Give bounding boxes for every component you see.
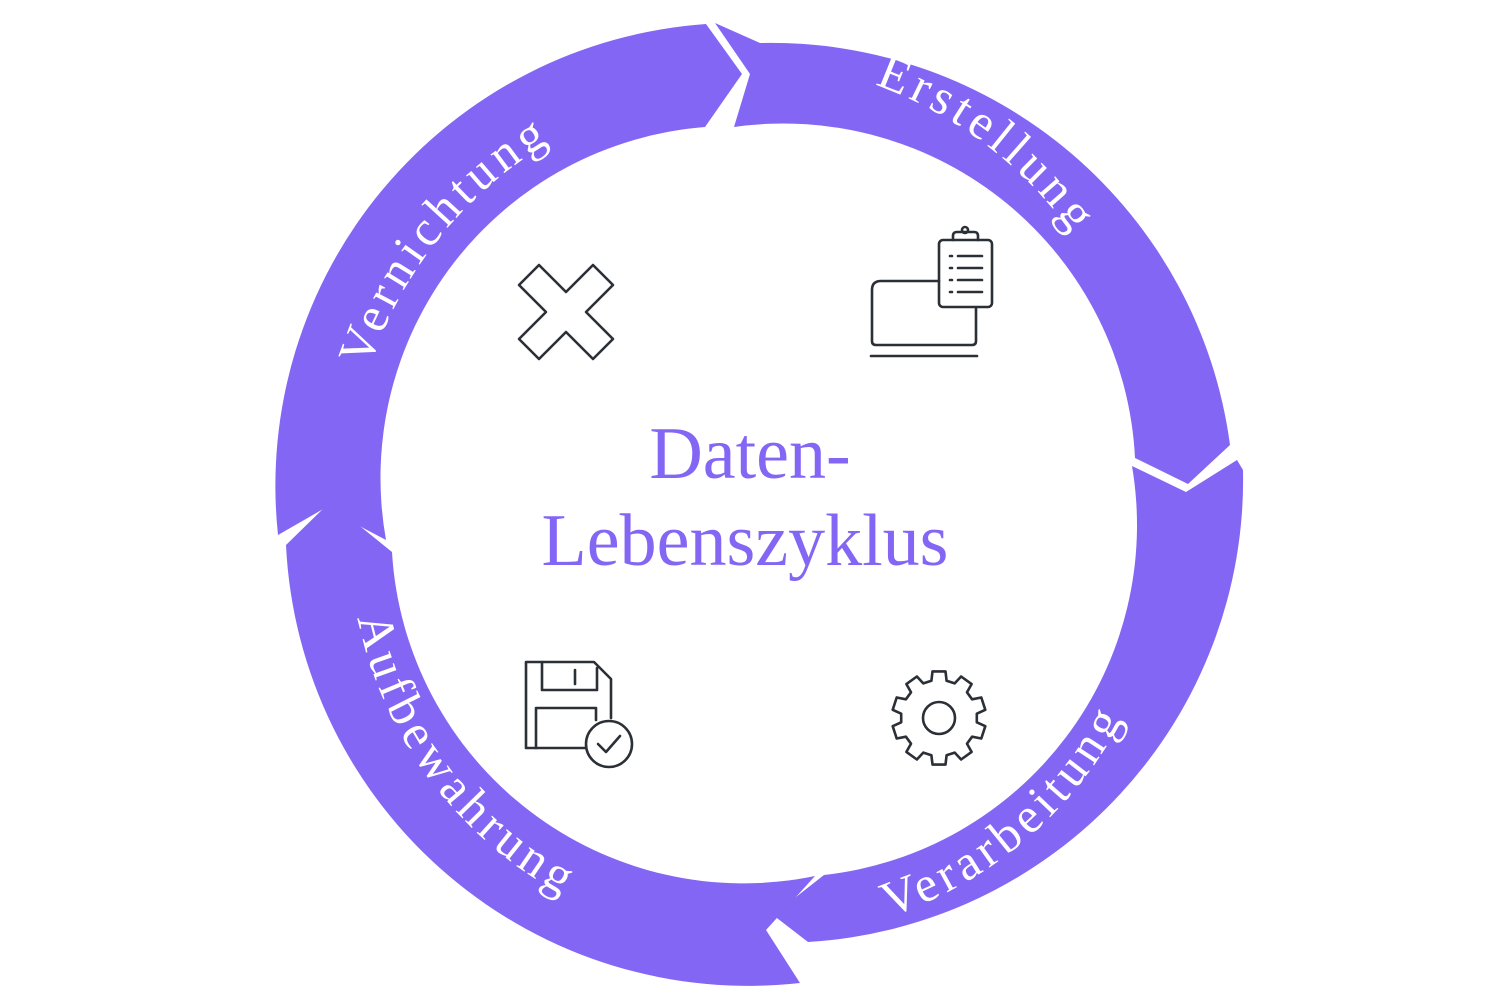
ring-segment-verarbeitung [773, 460, 1244, 942]
gear-icon [891, 670, 987, 766]
ring-segment-erstellung [715, 23, 1230, 484]
ring-segment-aufbewahrung [286, 502, 815, 986]
laptop-clipboard-icon [869, 225, 994, 358]
x-cross-icon [517, 263, 615, 361]
floppy-disk-check-icon [524, 660, 634, 769]
center-title-line1: Daten- [649, 413, 850, 495]
center-title-line2: Lebenszyklus [542, 500, 949, 582]
ring-segment-vernichtung [275, 24, 742, 540]
lifecycle-ring [275, 23, 1244, 986]
